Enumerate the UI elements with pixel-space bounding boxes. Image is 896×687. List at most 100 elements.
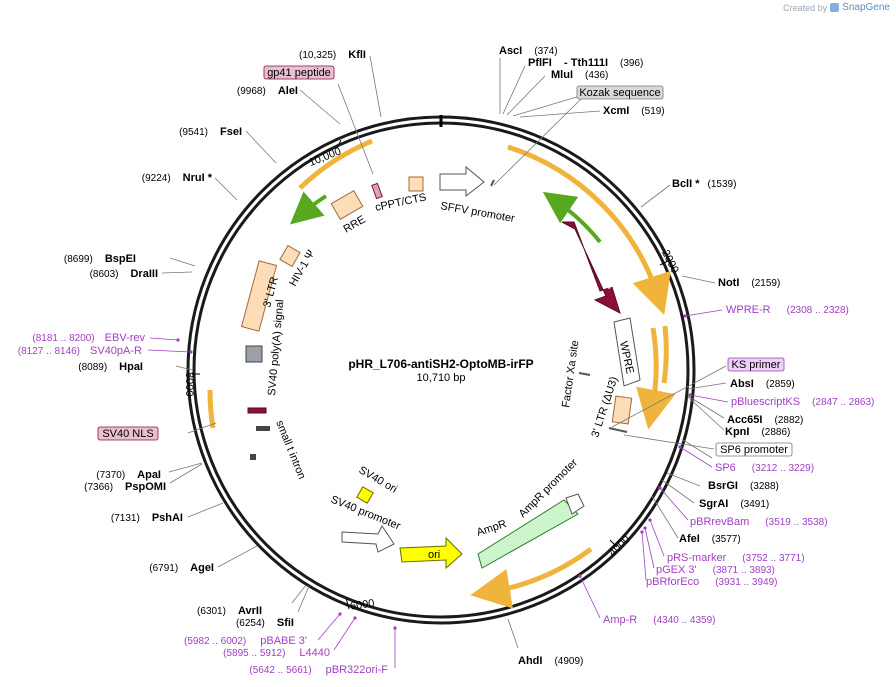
sv40-polya-feature [245, 345, 263, 363]
feature-label: Factor Xa site [560, 340, 581, 409]
sv40-promoter-feature [341, 525, 395, 553]
boxed-label: gp41 peptide [267, 67, 331, 79]
enzyme-label: XcmI(519) [603, 105, 665, 117]
orf-arc-green [289, 191, 328, 225]
ks-primer-label-box [727, 357, 785, 372]
rre-feature [330, 190, 364, 220]
enzyme-label: (6254)SfiI [236, 617, 294, 629]
enzyme-label: (6791)AgeI [149, 562, 214, 574]
primer-label: pGEX 3'(3871 .. 3893) [656, 564, 775, 576]
sv40-ori-feature [356, 486, 374, 504]
enzyme-label: AbsI(2859) [730, 378, 795, 390]
enzyme-label: (9968)AleI [237, 85, 298, 97]
tick-mark [345, 597, 350, 610]
3ltr-feature [240, 260, 278, 332]
sv40-nls-label-box [97, 426, 159, 441]
watermark-brand: SnapGene [842, 2, 890, 13]
enzyme-label: BsrGI(3288) [708, 480, 779, 492]
feature-label: SV40 poly(A) signal [266, 299, 286, 396]
enzyme-label: (9541)FseI [179, 126, 242, 138]
primer-leaders [147, 309, 729, 668]
primer-label: pBRrevBam(3519 .. 3538) [690, 516, 828, 528]
plasmid-length: 10,710 bp [417, 372, 466, 384]
tick-label: 8000 [183, 372, 195, 396]
kozak-mark [490, 179, 495, 187]
tick-mark [336, 139, 342, 149]
enzyme-label: (9224)NruI * [142, 172, 213, 184]
feature-label: RRE [342, 214, 368, 236]
orf-arc [507, 144, 671, 316]
tick-label: 4000 [607, 533, 633, 559]
kozak-label-box [576, 85, 664, 100]
orf-arc [470, 546, 593, 609]
orf-arc [661, 325, 669, 384]
enzyme-label: AscI(374) [499, 45, 558, 57]
snapgene-watermark: Created by SnapGene [783, 2, 890, 13]
enzyme-label: (10,325)KflI [299, 49, 366, 61]
primer-label: (5895 .. 5912)L4440 [223, 647, 330, 659]
primer-label: pBluescriptKS(2847 .. 2863) [731, 396, 874, 408]
orf-arc [298, 138, 373, 190]
orf-arc [207, 389, 216, 429]
primer-label: Amp-R(4340 .. 4359) [603, 614, 716, 626]
sv40-nls-feature [247, 407, 267, 414]
gp41-feature [371, 182, 383, 200]
feature-label: ori [428, 549, 440, 561]
gp41-label-box [263, 65, 335, 80]
primer-label: (8181 .. 8200)EBV-rev [32, 332, 145, 344]
enzyme-label: (8699)BspEI [64, 253, 136, 265]
watermark-prefix: Created by [783, 2, 828, 13]
factor-xa-mark [578, 372, 591, 376]
enzyme-label: - Tth111I(396) [564, 57, 643, 69]
tick-mark [659, 259, 671, 266]
orf-arc [636, 327, 676, 430]
enzyme-label: AhdI(4909) [518, 655, 583, 667]
ampr-promoter-feature [565, 493, 585, 515]
small-t-intron-feature [256, 426, 270, 431]
primer-dots [176, 314, 692, 630]
feature-label: cPPT/CTS [374, 191, 427, 214]
enzyme-label: (8089)HpaI [78, 361, 143, 373]
feature-label: SFFV promoter [439, 200, 515, 225]
enzyme-label: SgrAI(3491) [699, 498, 769, 510]
enzyme-label: (7370)ApaI [96, 469, 161, 481]
boxed-label: SV40 NLS [102, 428, 153, 440]
enzyme-label: KpnI(2886) [725, 426, 790, 438]
feature-label: small t intron [273, 419, 307, 481]
enzyme-label: PflFI [528, 57, 552, 69]
boxed-label: Kozak sequence [579, 87, 660, 99]
enzyme-label: (6301)AvrII [197, 605, 262, 617]
enzyme-label: BclI *(1539) [672, 178, 736, 190]
primer-label: pBRforEco(3931 .. 3949) [646, 576, 777, 588]
enzyme-label: NotI(2159) [718, 277, 780, 289]
tick-label: 6000 [349, 597, 375, 612]
feature-label: AmpR [475, 518, 508, 539]
enzyme-label: MluI(436) [551, 69, 608, 81]
snapgene-logo-icon [830, 3, 840, 12]
tick-mark [609, 539, 618, 548]
primer-label: (5642 .. 5661)pBR322ori-F [249, 664, 388, 676]
primer-label: WPRE-R(2308 .. 2328) [726, 304, 849, 316]
boxed-label: SP6 promoter [720, 444, 788, 456]
primer-label: SP6(3212 .. 3229) [715, 462, 814, 474]
small-t-intron-feature [250, 454, 256, 460]
orf-arc-green [542, 191, 602, 244]
irfp713-feature [561, 221, 621, 314]
hiv-psi-feature [279, 244, 301, 268]
enzyme-label: (7366)PspOMI [84, 481, 166, 493]
primer-label: pRS-marker(3752 .. 3771) [667, 552, 805, 564]
enzyme-label: Acc65I(2882) [727, 414, 803, 426]
enzyme-label: AfeI(3577) [679, 533, 741, 545]
primer-label: (8127 .. 8146)SV40pA-R [18, 345, 142, 357]
ori-feature [399, 536, 463, 570]
3ltr-du3-feature [611, 395, 633, 425]
cppt-feature [408, 176, 424, 192]
enzyme-label: (7131)PshAI [111, 512, 183, 524]
ks-primer-mark [608, 427, 628, 433]
wpre-feature [613, 317, 641, 387]
sffv-promoter-feature [439, 165, 485, 198]
enzyme-leaders [161, 55, 727, 649]
enzyme-label: (8603)DraIII [90, 268, 158, 280]
sp6-promoter-label-box [715, 442, 793, 457]
